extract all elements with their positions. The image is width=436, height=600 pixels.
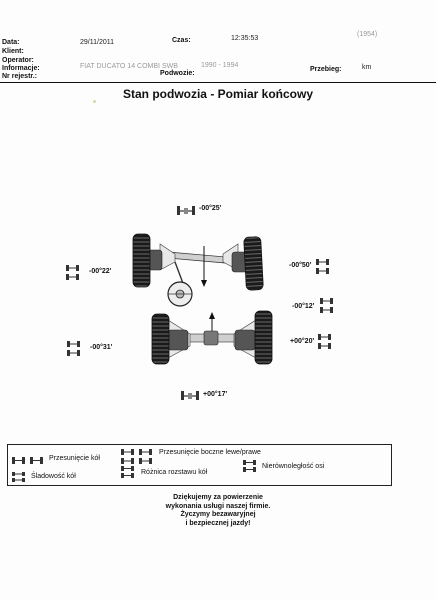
thank-you-note: Dziękujemy za powierzenie wykonania usłu…	[0, 494, 436, 528]
label-przebieg: Przebieg:	[310, 66, 342, 73]
label-nr-rejestr: Nr rejestr.:	[2, 73, 38, 80]
header-rule	[0, 82, 436, 83]
legend-roznica-rozstawu: Różnica rozstawu kół	[141, 469, 208, 476]
rear-axle	[167, 312, 263, 359]
legend-nierownoleglosc: Nierównoległość osi	[262, 463, 325, 470]
label-czas: Czas:	[172, 37, 191, 44]
label-podwozie: Podwozie:	[160, 70, 195, 77]
label-klient: Klient:	[2, 48, 24, 55]
record-number: (1954)	[357, 31, 378, 38]
legend-wheel-offset-icon	[12, 457, 43, 464]
thanks-line-1: Dziękujemy za powierzenie	[173, 494, 263, 501]
front-right-symbol-icon	[316, 259, 329, 274]
page-title: Stan podwozia - Pomiar końcowy	[122, 87, 314, 101]
legend-toe-icon	[12, 472, 25, 482]
front-axle-symbol-icon	[177, 206, 195, 215]
legend-wheelbase-diff-icon	[121, 466, 134, 478]
rear-right-wheel	[254, 310, 273, 365]
rear-left-wheel	[151, 313, 170, 365]
rear-right-symbol-icon	[318, 334, 331, 349]
legend-przesuniecie-boczne: Przesunięcie boczne lewe/prawe	[159, 449, 261, 456]
rear-axle-symbol-icon	[181, 391, 199, 400]
measurement-rear-right-top: -00°12'	[292, 303, 315, 310]
front-left-wheel	[132, 233, 151, 288]
thanks-line-4: i bezpiecznej jazdy!	[185, 519, 251, 527]
measurement-front-right: -00°50'	[289, 262, 312, 269]
legend-lateral-offset-icon	[121, 449, 152, 464]
front-left-symbol-icon	[66, 265, 79, 280]
legend-box: Przesunięcie kół Przesunięcie boczne lew…	[7, 444, 392, 486]
label-informacje: Informacje:	[2, 65, 40, 72]
rear-right-top-symbol-icon	[320, 298, 333, 313]
value-przebieg-unit: km	[362, 64, 372, 71]
thanks-line-3: Życzymy bezawaryjnej	[180, 511, 256, 518]
measurement-rear-total: +00°17'	[203, 391, 228, 398]
label-data: Data:	[2, 39, 20, 46]
front-right-wheel	[243, 236, 264, 291]
marker-dot	[93, 100, 96, 103]
measurement-front-total: -00°25'	[199, 205, 222, 212]
value-years: 1990 - 1994	[201, 62, 239, 69]
legend-przesuniecie-kol: Przesunięcie kół	[49, 455, 100, 462]
value-vehicle: FIAT DUCATO 14 COMBI SWB	[80, 63, 178, 70]
front-axle	[143, 243, 251, 307]
measurement-rear-right: +00°20'	[290, 338, 315, 345]
measurement-front-left: -00°22'	[89, 268, 112, 275]
label-operator: Operator:	[2, 57, 34, 64]
measurement-rear-left: -00°31'	[90, 344, 113, 351]
rear-left-symbol-icon	[67, 341, 80, 356]
legend-sladowosc-kol: Śladowość kół	[31, 473, 76, 480]
value-czas: 12:35:53	[231, 35, 259, 42]
value-data: 29/11/2011	[80, 39, 114, 46]
thanks-line-2: wykonania usługi naszej firmie.	[165, 502, 271, 510]
legend-axle-parallelism-icon	[243, 460, 256, 472]
